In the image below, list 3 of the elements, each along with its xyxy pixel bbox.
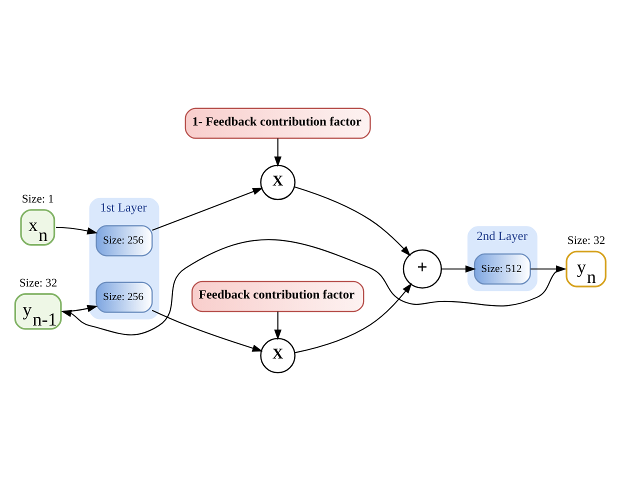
node-label: Size: 32 xyxy=(567,234,606,248)
node-label: Size: 32 xyxy=(19,276,58,290)
node-label: Size: 1 xyxy=(22,192,54,206)
